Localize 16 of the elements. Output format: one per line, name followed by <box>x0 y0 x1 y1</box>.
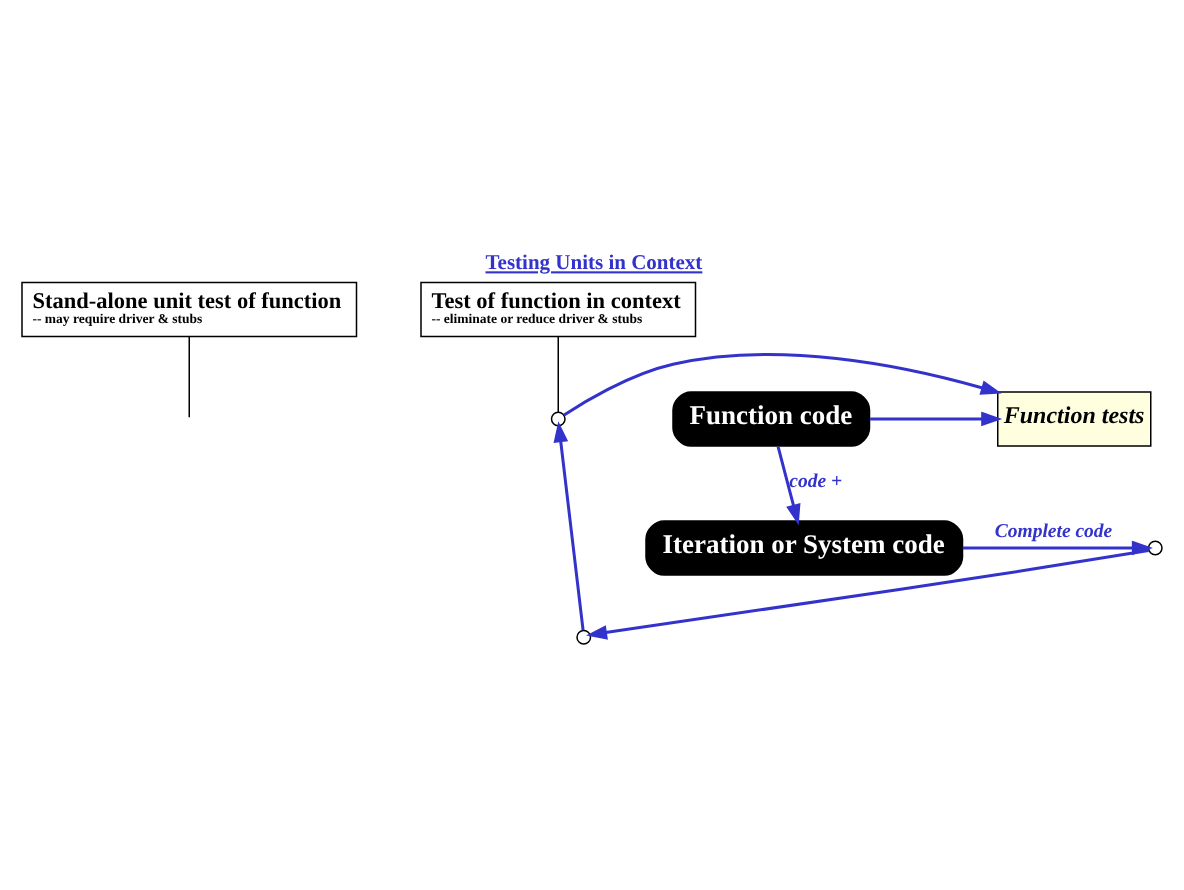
node-circle <box>576 628 592 644</box>
arrow <box>870 410 1003 426</box>
node-box: Function code <box>672 390 871 446</box>
arrow <box>776 445 801 525</box>
arrow <box>563 352 1002 416</box>
edge-label: code + <box>789 470 843 493</box>
node-box: Iteration or System code <box>645 519 964 575</box>
node-box: Function tests <box>997 390 1152 446</box>
node-circle <box>550 410 566 426</box>
node-circle <box>1147 539 1163 555</box>
diagram-title: Testing Units in Context <box>485 252 703 275</box>
arrow <box>553 420 585 630</box>
edge-label: Complete code <box>994 519 1113 542</box>
connector <box>557 335 559 412</box>
connector <box>188 335 190 418</box>
arrow <box>586 548 1149 639</box>
